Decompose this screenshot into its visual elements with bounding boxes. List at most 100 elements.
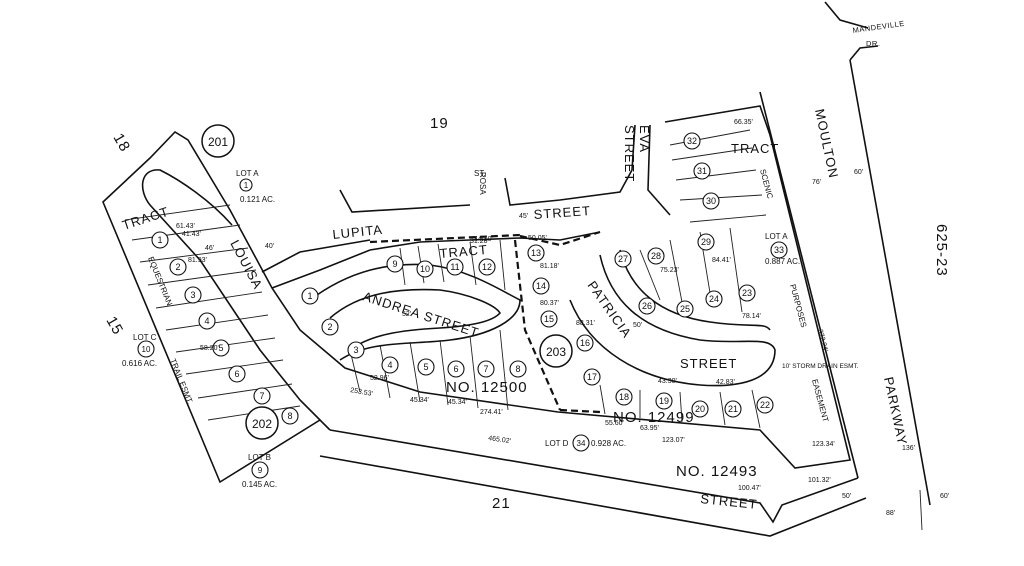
dimension: 45' — [519, 213, 528, 220]
lot-number: 10 — [420, 264, 430, 274]
lot-number: 33 — [774, 245, 784, 255]
lot-d-area: 0.928 AC. — [591, 439, 626, 448]
lot-number: 22 — [760, 400, 770, 410]
lot-b-number: 9 — [258, 466, 263, 475]
dimension: 50' — [842, 493, 851, 500]
dimension: 45.34' — [448, 399, 467, 406]
dimension: 43.30' — [658, 378, 677, 385]
block-201-circle — [201, 124, 235, 158]
lot-number: 2 — [327, 322, 332, 332]
rosa-st-label: ST. — [474, 169, 486, 178]
lot-number: 27 — [618, 254, 628, 264]
patricia-label: PATRICIA — [585, 278, 635, 341]
lot-a-label: LOT A — [236, 169, 259, 178]
map-number-19: 19 — [430, 115, 449, 132]
dimension: 78.14' — [742, 313, 761, 320]
dimension: 60' — [854, 169, 863, 176]
lot-number: 8 — [287, 411, 292, 421]
lot-number: 16 — [580, 338, 590, 348]
block-202-label: 202 — [252, 417, 272, 431]
storm-drain-label: 10' STORM DRAIN ESMT. — [782, 363, 859, 370]
lot-b-label: LOT B — [248, 453, 271, 462]
block-201-label: 201 — [208, 135, 228, 149]
lot-number: 9 — [392, 259, 397, 269]
dimension: 75.23' — [660, 267, 679, 274]
rosa-label: ROSA — [478, 172, 487, 195]
dimension: 88.31' — [576, 320, 595, 327]
lot-number: 3 — [353, 345, 358, 355]
lot-number: 24 — [709, 294, 719, 304]
lot-a-area: 0.121 AC. — [240, 195, 275, 204]
lot-c-area: 0.616 AC. — [122, 359, 157, 368]
lot-number: 21 — [728, 404, 738, 414]
map-number-18: 18 — [110, 131, 134, 156]
lupita-label: LUPITA — [332, 222, 384, 242]
easement-label: EASEMENT — [810, 378, 830, 423]
dimension: 44.10' — [474, 236, 493, 243]
dimension: 50.05' — [528, 235, 547, 242]
lot-d-number: 34 — [577, 439, 586, 448]
lot-number: 4 — [387, 360, 392, 370]
moulton-label: MOULTON — [812, 108, 841, 180]
lot-number: 3 — [190, 290, 195, 300]
lot-number: 20 — [695, 404, 705, 414]
lot-number: 6 — [453, 364, 458, 374]
dimension: 63.95' — [640, 425, 659, 432]
lot-number: 7 — [259, 391, 264, 401]
dimension: 100.47' — [738, 485, 761, 492]
lot-c-label: LOT C — [133, 333, 157, 342]
map-number-21: 21 — [492, 495, 511, 512]
dimension: 81.18' — [540, 263, 559, 270]
lot-c-number: 10 — [142, 345, 151, 354]
tract-label: TRACT — [439, 242, 488, 261]
lot-number: 11 — [450, 262, 459, 272]
tract-number-label: NO. 12500 — [446, 379, 528, 396]
lot-a-right-label: LOT A — [765, 232, 788, 241]
tract-lots: 1 2 3 4 5 6 7 8 9 10 11 12 13 14 15 16 1… — [301, 132, 788, 418]
lot-number: 31 — [697, 166, 707, 176]
lot-a-right-area: 0.887 AC. — [765, 257, 800, 266]
dimension: 40' — [265, 243, 274, 250]
street-label: STREET — [622, 125, 637, 182]
lot-number: 8 — [515, 364, 520, 374]
dimension: 50' — [633, 322, 642, 329]
purposes-label: PURPOSES — [788, 283, 808, 328]
dimension: 101.32' — [808, 477, 831, 484]
lupita-street-label: STREET — [533, 203, 591, 222]
dimension: 253.53' — [350, 387, 374, 398]
dimension: 80.37' — [540, 300, 559, 307]
dimension: 465.02' — [488, 435, 512, 445]
dimension: 123.34' — [812, 441, 835, 448]
andrea-street-label: ANDREA STREET — [361, 289, 481, 341]
dimension: 81.93' — [188, 257, 207, 264]
trail-esmt-label: TRAIL ESMT. — [168, 357, 194, 405]
lot-number: 28 — [651, 251, 661, 261]
block-203-label: 203 — [546, 345, 566, 359]
dimension: 52.96' — [370, 375, 389, 382]
lot-number: 1 — [157, 235, 162, 245]
lot-number: 13 — [531, 248, 541, 258]
tract-number-label: NO. 12499 — [613, 409, 695, 426]
dimension: 274.41' — [480, 409, 503, 416]
dimension: 123.07' — [662, 437, 685, 444]
dimension: 76' — [812, 179, 821, 186]
lot-a-number: 1 — [244, 181, 249, 190]
patricia-street-label: STREET — [680, 356, 737, 371]
lot-number: 19 — [659, 396, 669, 406]
dimension: 31.20' — [470, 238, 489, 245]
tract-label: TRACT — [731, 141, 779, 156]
lot-number: 15 — [544, 314, 554, 324]
dimension: 45.34' — [410, 397, 429, 404]
lot-number: 26 — [642, 301, 652, 311]
street-lines — [102, 1, 931, 537]
dimension: 52' — [402, 311, 411, 318]
lot-number: 12 — [482, 262, 492, 272]
block-markers: 201 202 203 — [201, 124, 573, 440]
lot-number: 25 — [680, 304, 690, 314]
block-202-circle — [245, 406, 279, 440]
dimension: 41.43' — [182, 231, 201, 238]
lot-number: 29 — [701, 237, 711, 247]
lot-number: 5 — [218, 343, 223, 353]
dimension: 55.60' — [605, 420, 624, 427]
